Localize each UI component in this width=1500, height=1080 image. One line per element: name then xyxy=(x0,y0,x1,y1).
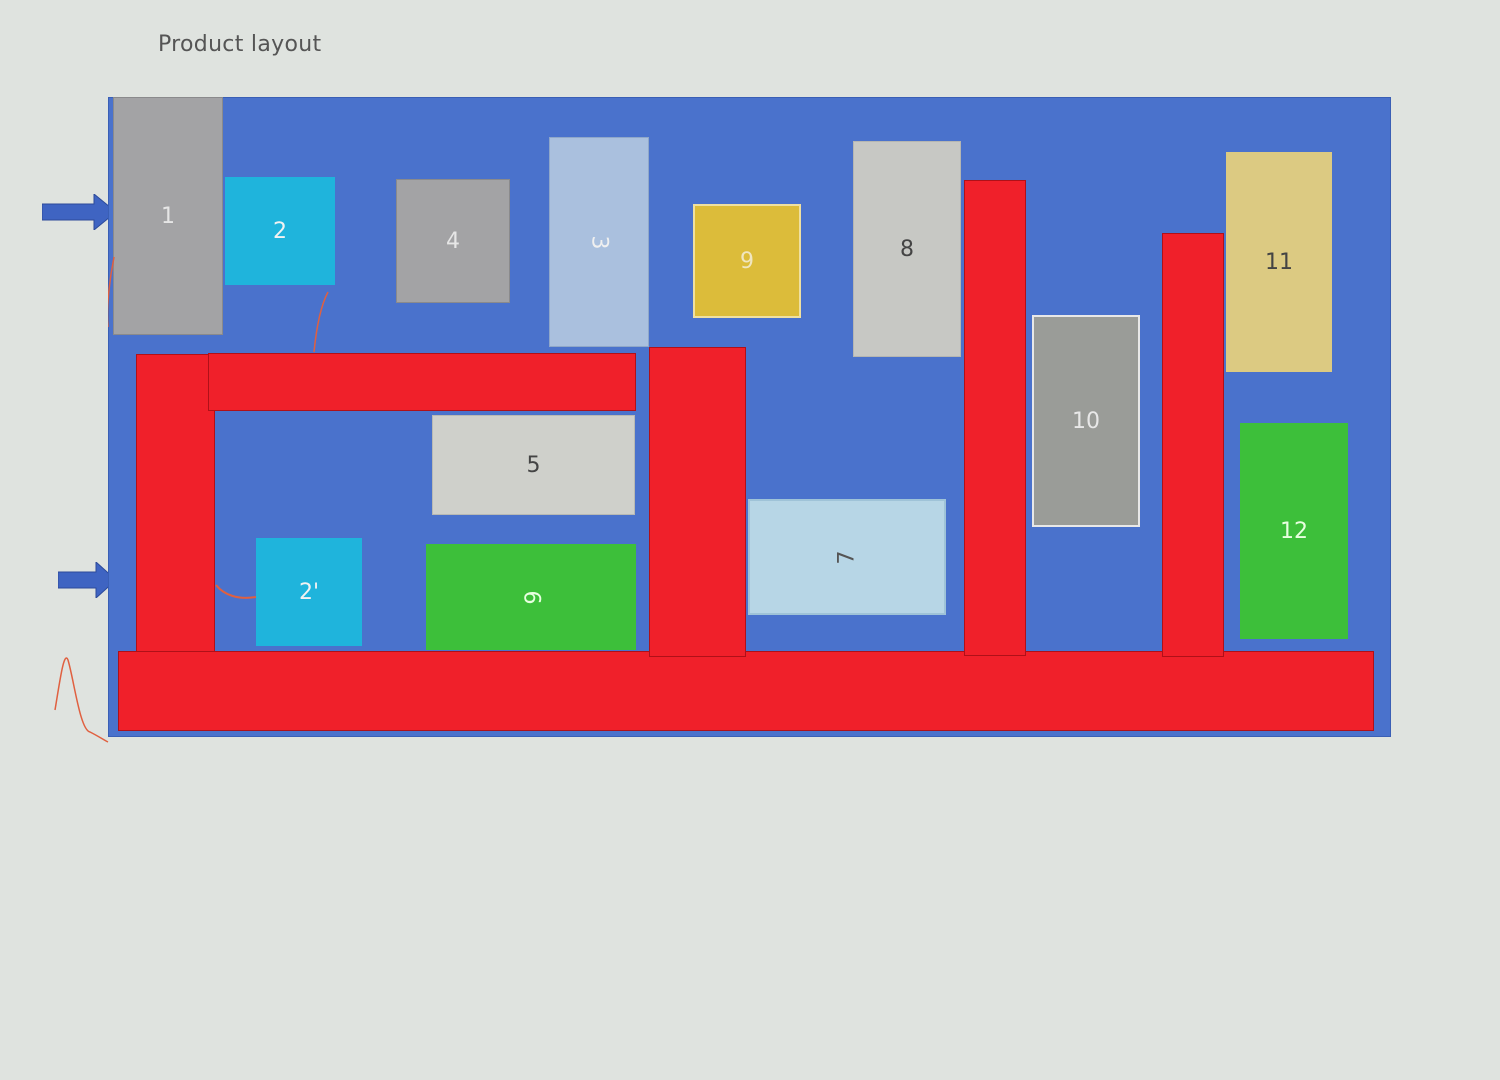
station-9[interactable]: 9 xyxy=(693,204,801,318)
station-1[interactable]: 1 xyxy=(113,97,223,335)
station-10[interactable]: 10 xyxy=(1032,315,1140,527)
station-label: 9 xyxy=(740,248,754,274)
station-label: 2 xyxy=(273,218,287,244)
station-label: 4 xyxy=(446,228,460,254)
station-label: 10 xyxy=(1072,408,1100,434)
factory-floor: 1 2 4 3 9 8 10 11 5 2' 6 7 12 xyxy=(108,97,1391,737)
conveyor-vertical-a xyxy=(649,347,746,657)
station-label: 2' xyxy=(298,579,320,605)
station-2[interactable]: 2 xyxy=(225,177,335,285)
station-12[interactable]: 12 xyxy=(1240,423,1348,639)
station-label: 8 xyxy=(900,236,914,262)
station-8[interactable]: 8 xyxy=(853,141,961,357)
page-title: Product layout xyxy=(158,32,322,57)
station-7[interactable]: 7 xyxy=(748,499,946,615)
hand-drawn-mark xyxy=(108,256,329,599)
station-label: 11 xyxy=(1265,249,1293,275)
station-5[interactable]: 5 xyxy=(432,415,635,515)
conveyor-top-horizontal xyxy=(208,353,636,411)
station-label: 12 xyxy=(1280,518,1308,544)
station-label: 1 xyxy=(161,203,175,229)
station-11[interactable]: 11 xyxy=(1226,152,1332,372)
conveyor-left-vertical xyxy=(136,354,215,664)
conveyor-bottom-horizontal xyxy=(118,651,1374,731)
input-arrow-icon xyxy=(58,562,117,598)
conveyor-vertical-c xyxy=(1162,233,1224,657)
station-6[interactable]: 6 xyxy=(426,544,636,650)
input-arrow-icon xyxy=(42,194,117,230)
station-2-prime[interactable]: 2' xyxy=(256,538,362,646)
hand-drawn-mark xyxy=(54,657,109,743)
station-3[interactable]: 3 xyxy=(549,137,649,347)
station-label: 5 xyxy=(526,452,541,478)
conveyor-vertical-b xyxy=(964,180,1026,656)
station-4[interactable]: 4 xyxy=(396,179,510,303)
